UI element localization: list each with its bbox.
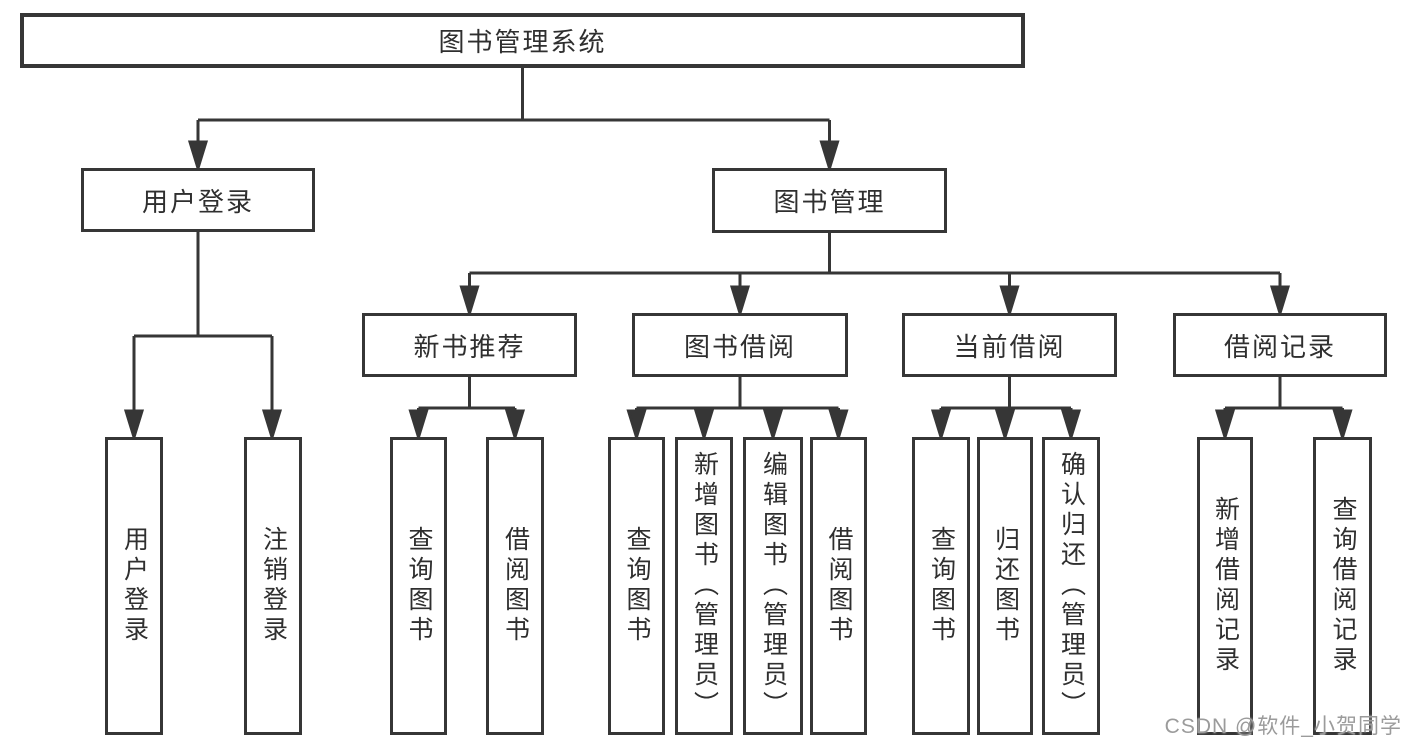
leaf-add-borrow-record: 新增借阅记录 <box>1197 437 1253 735</box>
node-current-borrow: 当前借阅 <box>902 313 1117 377</box>
connector-current-borrow-children <box>930 377 1082 443</box>
connector-user-login-children <box>123 232 283 443</box>
node-book-management: 图书管理 <box>712 168 947 233</box>
leaf-edit-books-admin: 编辑图书（管理员） <box>743 437 803 735</box>
leaf-borrow-books-recommend: 借阅图书 <box>486 437 544 735</box>
node-library-management-system: 图书管理系统 <box>20 13 1025 68</box>
node-borrow-records: 借阅记录 <box>1173 313 1387 377</box>
leaf-borrow-books: 借阅图书 <box>810 437 867 735</box>
leaf-add-books-admin: 新增图书（管理员） <box>675 437 733 735</box>
leaf-query-books-recommend: 查询图书 <box>390 437 447 735</box>
node-book-borrow: 图书借阅 <box>632 313 848 377</box>
leaf-return-books: 归还图书 <box>977 437 1033 735</box>
leaf-query-borrow-record: 查询借阅记录 <box>1313 437 1372 735</box>
connector-book-borrow-children <box>626 377 849 443</box>
connector-root-to-level2 <box>187 68 840 174</box>
node-user-login: 用户登录 <box>81 168 315 232</box>
node-new-book-recommend: 新书推荐 <box>362 313 577 377</box>
connector-borrow-records-children <box>1214 377 1353 443</box>
leaf-confirm-return-admin: 确认归还（管理员） <box>1042 437 1100 735</box>
connector-new-book-children <box>408 377 526 443</box>
leaf-logout-login: 注销登录 <box>244 437 302 735</box>
connector-book-management-children <box>459 233 1291 319</box>
leaf-user-login: 用户登录 <box>105 437 163 735</box>
leaf-query-books-current: 查询图书 <box>912 437 970 735</box>
leaf-query-books-borrow: 查询图书 <box>608 437 665 735</box>
csdn-watermark: CSDN @软件_小贺同学 <box>1164 715 1402 738</box>
